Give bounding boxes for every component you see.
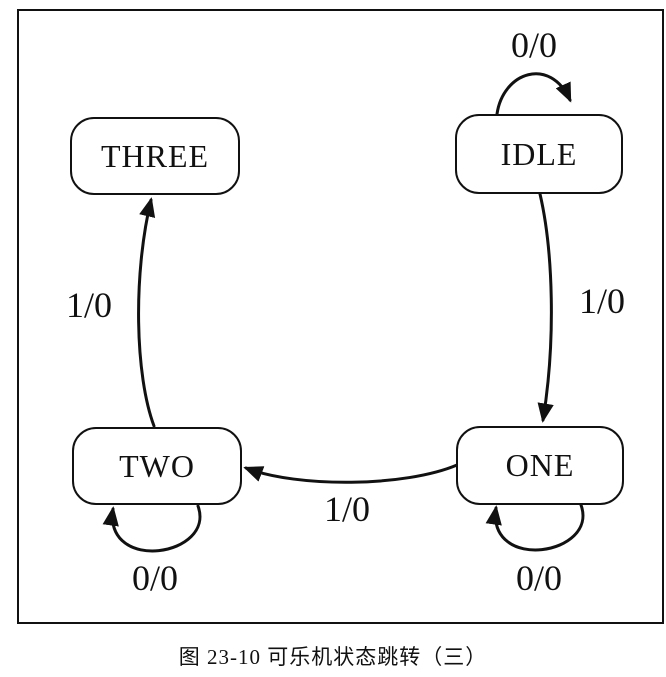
state-idle-label: IDLE [500,135,578,172]
state-idle: IDLE [455,114,623,194]
state-three-label: THREE [100,137,210,174]
transition-label-one-to-two: 1/0 [323,489,371,529]
figure-caption: 图 23-10 可乐机状态跳转（三） [178,645,488,669]
figure-border [17,9,664,624]
transition-label-two-to-three: 1/0 [65,285,113,325]
transition-label-idle-to-one: 1/0 [578,281,626,321]
state-two: TWO [72,427,242,505]
transition-label-one-self: 0/0 [515,558,563,598]
state-three: THREE [70,117,240,195]
transition-label-idle-self: 0/0 [510,25,558,65]
state-one-label: ONE [505,447,575,483]
transition-label-two-self: 0/0 [131,558,179,598]
state-one: ONE [456,426,624,505]
state-two-label: TWO [119,447,195,484]
